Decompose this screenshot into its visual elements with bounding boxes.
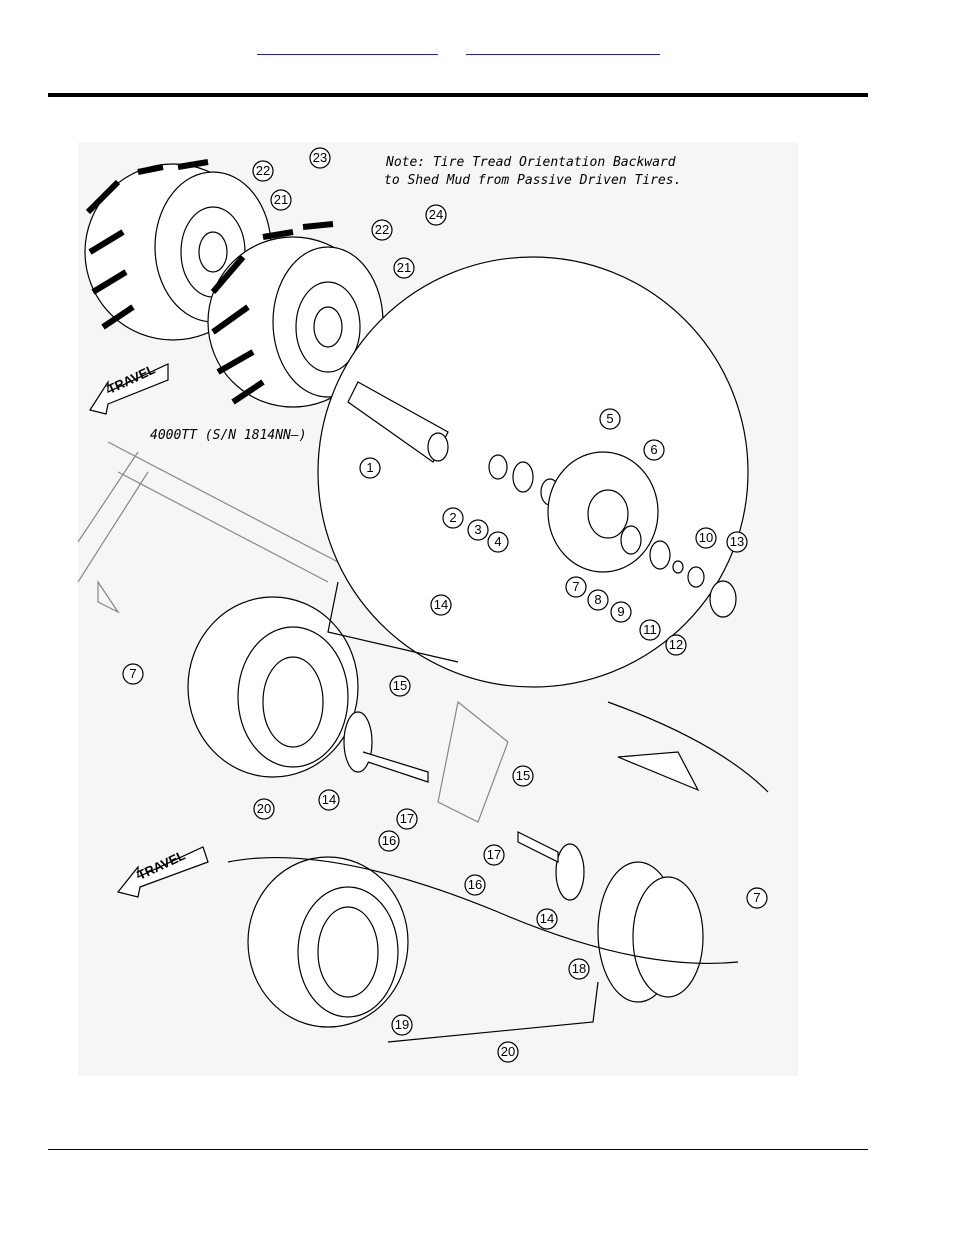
callout-16b: 16	[464, 874, 486, 896]
callout-5: 5	[599, 408, 621, 430]
svg-text:8: 8	[594, 592, 601, 607]
callout-3: 3	[467, 519, 489, 541]
callout-13: 13	[726, 531, 748, 553]
callout-7b: 7	[122, 663, 144, 685]
svg-text:13: 13	[730, 534, 744, 549]
callout-17a: 17	[396, 808, 418, 830]
callout-15a: 15	[389, 675, 411, 697]
svg-text:16: 16	[468, 877, 482, 892]
callout-2: 2	[442, 507, 464, 529]
svg-text:17: 17	[487, 847, 501, 862]
spindle-assembly	[347, 381, 737, 618]
header-link-right[interactable]	[466, 40, 660, 55]
callout-21a: 21	[270, 189, 292, 211]
lower-rim	[517, 831, 704, 1003]
svg-text:17: 17	[400, 811, 414, 826]
callouts: 1 2 3 4 5 6 7 8 9 10 11 12 13 14 7 15 14…	[122, 147, 768, 1063]
callout-14b: 14	[318, 789, 340, 811]
callout-20b: 20	[497, 1041, 519, 1063]
serial-label: 4000TT (S/N 1814NN–)	[150, 428, 307, 443]
svg-text:12: 12	[669, 637, 683, 652]
callout-9: 9	[610, 601, 632, 623]
svg-text:1: 1	[366, 460, 373, 475]
svg-text:7: 7	[572, 579, 579, 594]
callout-15b: 15	[512, 765, 534, 787]
svg-text:24: 24	[429, 207, 443, 222]
note-line-1: Note: Tire Tread Orientation Backward	[385, 155, 676, 170]
svg-text:22: 22	[375, 222, 389, 237]
svg-text:11: 11	[643, 622, 657, 637]
callout-14c: 14	[536, 908, 558, 930]
svg-text:4: 4	[494, 534, 501, 549]
svg-text:7: 7	[129, 666, 136, 681]
svg-text:16: 16	[382, 833, 396, 848]
callout-8: 8	[587, 589, 609, 611]
note-line-2: to Shed Mud from Passive Driven Tires.	[384, 173, 681, 188]
callout-14a: 14	[430, 594, 452, 616]
svg-text:22: 22	[256, 163, 270, 178]
callout-17b: 17	[483, 844, 505, 866]
parts-diagram: TRAVEL Note: Tire Tread Orientation Back…	[78, 142, 798, 1076]
svg-text:23: 23	[313, 150, 327, 165]
svg-text:6: 6	[650, 442, 657, 457]
callout-4: 4	[487, 531, 509, 553]
header-link-left[interactable]	[257, 40, 438, 55]
svg-text:21: 21	[274, 192, 288, 207]
svg-text:3: 3	[474, 522, 481, 537]
callout-7a: 7	[565, 576, 587, 598]
svg-text:18: 18	[572, 961, 586, 976]
svg-text:10: 10	[699, 530, 713, 545]
callout-20a: 20	[253, 798, 275, 820]
callout-18: 18	[568, 958, 590, 980]
svg-text:15: 15	[393, 678, 407, 693]
middle-tire	[187, 596, 429, 783]
callout-22b: 22	[371, 219, 393, 241]
svg-text:2: 2	[449, 510, 456, 525]
top-rule	[48, 93, 868, 97]
callout-19: 19	[391, 1014, 413, 1036]
callout-23: 23	[309, 147, 331, 169]
svg-text:14: 14	[540, 911, 554, 926]
svg-text:20: 20	[257, 801, 271, 816]
lower-tire	[247, 856, 409, 1028]
svg-text:5: 5	[606, 411, 613, 426]
svg-text:14: 14	[322, 792, 336, 807]
bottom-rule	[48, 1149, 868, 1150]
callout-12: 12	[665, 634, 687, 656]
callout-24: 24	[425, 204, 447, 226]
svg-text:7: 7	[753, 890, 760, 905]
callout-1: 1	[359, 457, 381, 479]
svg-text:20: 20	[501, 1044, 515, 1059]
callout-11: 11	[639, 619, 661, 641]
callout-10: 10	[695, 527, 717, 549]
callout-22a: 22	[252, 160, 274, 182]
callout-7c: 7	[746, 887, 768, 909]
callout-16a: 16	[378, 830, 400, 852]
axle-frame	[78, 441, 509, 823]
svg-text:15: 15	[516, 768, 530, 783]
svg-text:19: 19	[395, 1017, 409, 1032]
svg-text:21: 21	[397, 260, 411, 275]
svg-text:9: 9	[617, 604, 624, 619]
callout-21b: 21	[393, 257, 415, 279]
svg-text:14: 14	[434, 597, 448, 612]
callout-6: 6	[643, 439, 665, 461]
